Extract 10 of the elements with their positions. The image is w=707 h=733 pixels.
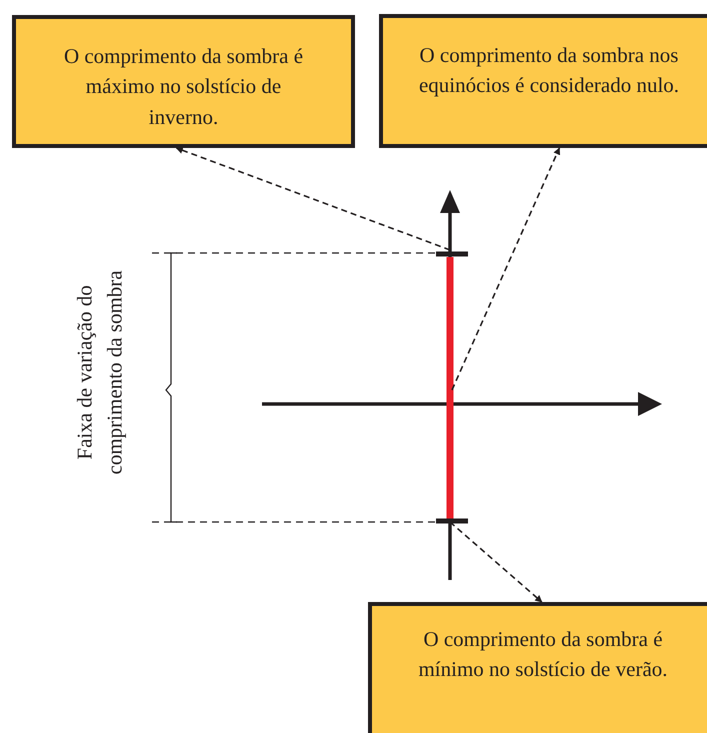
dashed-arrow [451,147,560,390]
callout-text: O comprimento da sombra é máximo no solstício de inverno. [62,43,304,131]
callout-box [379,14,707,148]
callout-text: O comprimento da sombra nos equinócios é considerado nulo. [418,42,680,100]
callout-box [368,602,707,733]
callout-box [12,15,355,148]
range-label: Faixa de variação do comprimento da sombra [72,269,128,476]
dashed-arrow [449,521,542,603]
callout-text: O comprimento da sombra é mínimo no solstício de verão. [418,626,668,684]
dashed-arrow [176,146,450,251]
